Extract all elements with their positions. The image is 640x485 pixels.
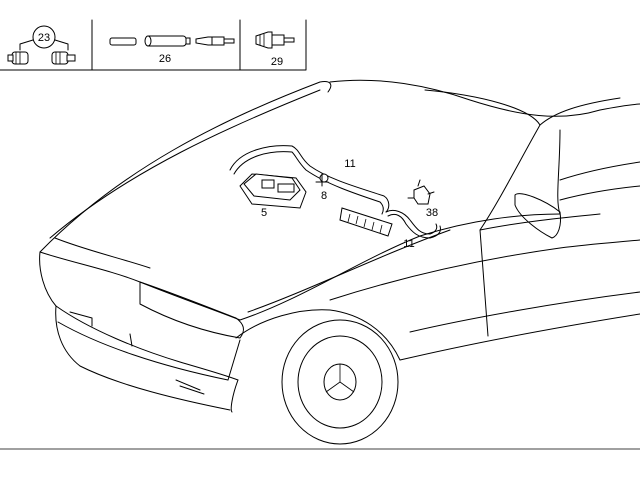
callout-11-bottom: 11 — [403, 238, 414, 250]
callout-8: 8 — [321, 190, 327, 202]
label-29: 29 — [271, 56, 283, 68]
screw-icon — [319, 173, 329, 183]
part-26-pipes: 26 — [109, 35, 235, 65]
header-parts-panel — [0, 19, 307, 71]
callout-circle-23 — [32, 25, 56, 49]
front-wheel — [281, 319, 399, 445]
washer-hose-bottom: 11 — [385, 209, 441, 250]
pipe-short-icon — [109, 37, 137, 46]
label-26: 26 — [159, 53, 171, 65]
part-23-connectors: 23 — [7, 25, 76, 65]
nozzle-strip — [339, 207, 393, 237]
pipe-long-icon — [144, 35, 191, 47]
callout-5: 5 — [261, 207, 267, 219]
car-outline — [39, 79, 640, 413]
nozzle-icon — [255, 31, 295, 49]
screw-part: 8 — [315, 173, 329, 202]
pipe-fitting-icon — [195, 36, 235, 46]
control-unit: 5 — [239, 173, 307, 219]
connector-right-icon — [51, 51, 76, 65]
check-valve: 38 — [407, 179, 438, 219]
washer-hose-top: 11 — [229, 145, 390, 215]
part-29-nozzle: 29 — [255, 31, 295, 68]
connector-left-icon — [7, 51, 29, 65]
callout-38: 38 — [426, 207, 438, 219]
label-23: 23 — [38, 32, 50, 44]
callout-11-top: 11 — [344, 158, 355, 170]
